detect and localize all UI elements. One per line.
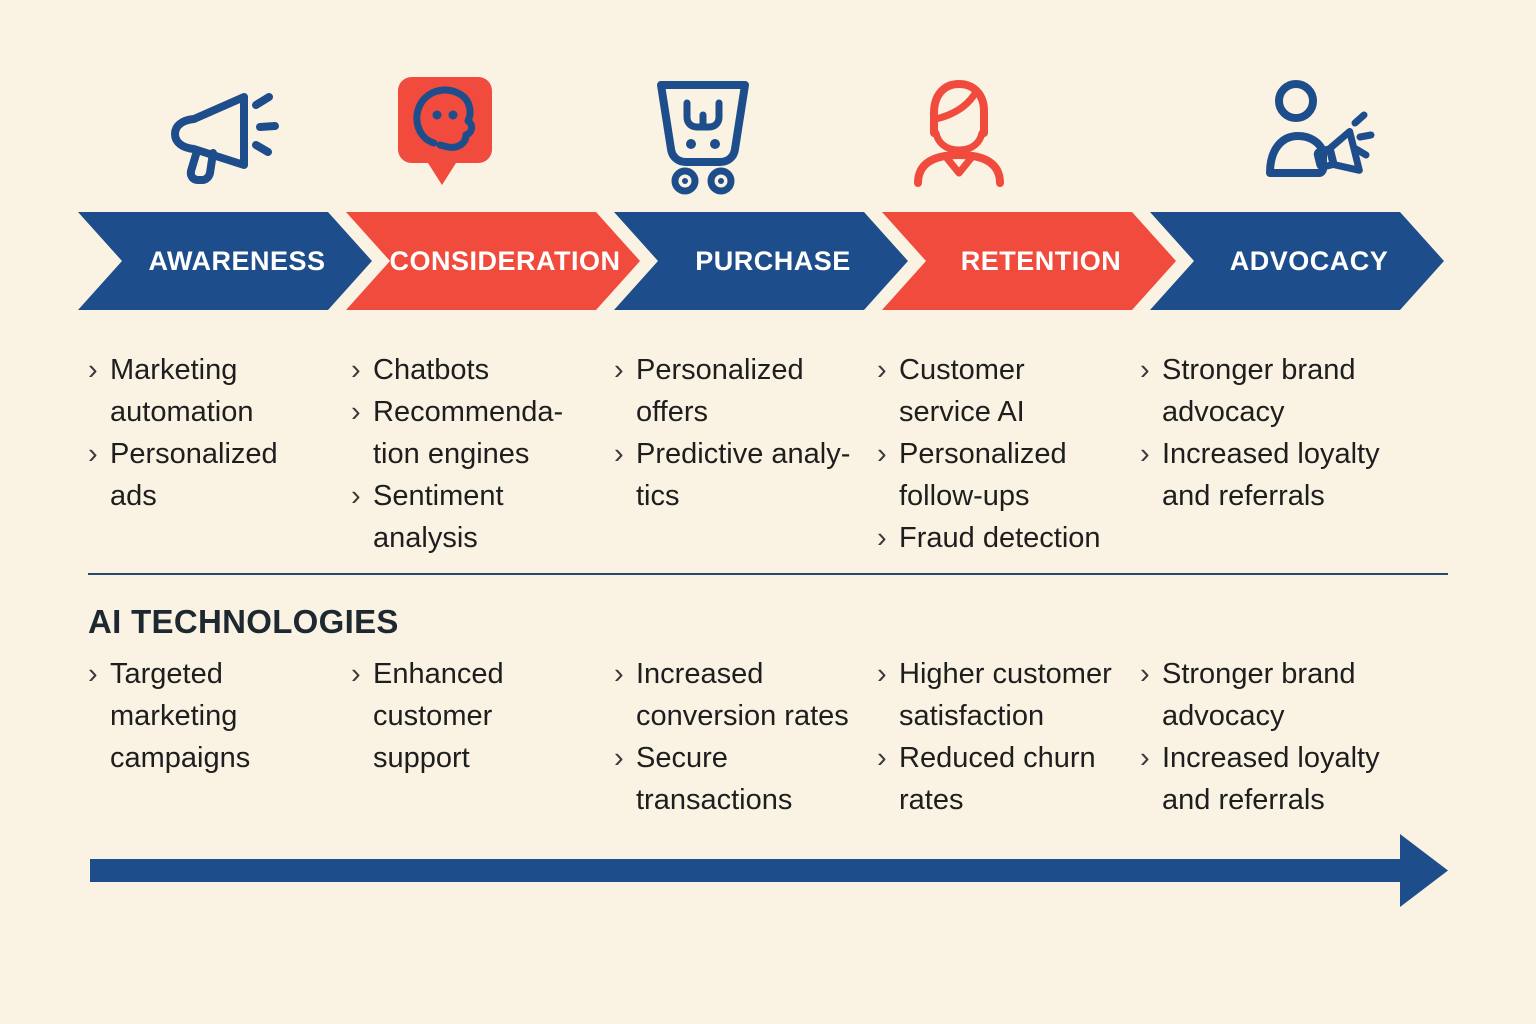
- bullet-arrow-icon: ›: [1140, 658, 1150, 690]
- advocacy-tech-items: ›Stronger brand advocacy ›Increased loya…: [1140, 653, 1392, 821]
- timeline-arrow-shaft: [90, 859, 1402, 882]
- advocacy-items: ›Stronger brand advocacy ›Increased loya…: [1140, 349, 1392, 559]
- purchase-items: ›Personalized off­ers ›Predictive analy­…: [614, 349, 852, 559]
- stage-label: AWARENESS: [148, 245, 326, 276]
- bullet-arrow-icon: ›: [877, 354, 887, 386]
- tech-items-row: ›Targeted marketing campaigns ›Enhanced …: [88, 653, 1403, 821]
- list-item: ›Increased loyalty and referrals: [1140, 737, 1392, 821]
- list-item: ›Increased loyalty and referrals: [1140, 433, 1392, 517]
- stage-chevron-consideration: CONSIDERATION: [346, 212, 640, 310]
- bullet-arrow-icon: ›: [877, 438, 887, 470]
- retention-items: ›Customer service AI ›Personalized follo…: [877, 349, 1123, 559]
- bullet-arrow-icon: ›: [877, 522, 887, 554]
- list-item: ›Personalized off­ers: [614, 349, 852, 433]
- bullet-arrow-icon: ›: [351, 396, 361, 428]
- bullet-arrow-icon: ›: [614, 438, 624, 470]
- consideration-items: ›Chatbots ›Recommenda­tion engines ›Sent…: [351, 349, 563, 559]
- megaphone-icon: [147, 70, 287, 202]
- shopping-cart-icon: [633, 70, 773, 202]
- bullet-arrow-icon: ›: [614, 742, 624, 774]
- bullet-arrow-icon: ›: [614, 354, 624, 386]
- list-item: ›Enhanced customer support: [351, 653, 537, 779]
- list-item: ›Sentiment analysis: [351, 475, 537, 559]
- list-item: ›Predictive analy­tics: [614, 433, 852, 517]
- list-item: ›Stronger brand advocacy: [1140, 349, 1392, 433]
- bullet-arrow-icon: ›: [351, 354, 361, 386]
- awareness-tech-items: ›Targeted marketing campaigns: [88, 653, 298, 821]
- list-item: ›Stronger brand advocacy: [1140, 653, 1392, 737]
- bullet-arrow-icon: ›: [877, 742, 887, 774]
- list-item: ›Marketing automation: [88, 349, 298, 433]
- stage-chevron-advocacy: ADVOCACY: [1150, 212, 1444, 310]
- bullet-arrow-icon: ›: [877, 658, 887, 690]
- list-item: ›Customer service AI: [877, 349, 1123, 433]
- ai-technologies-heading: AI TECHNOLOGIES: [88, 603, 399, 640]
- section-divider: [88, 573, 1448, 575]
- list-item: ›Personalized follow-ups: [877, 433, 1123, 517]
- bullet-arrow-icon: ›: [88, 354, 98, 386]
- funnel-stage-band: AWARENESS CONSIDERATION PURCHASE RETENTI…: [78, 212, 1444, 310]
- list-item: ›Recommenda­tion engines: [351, 391, 563, 475]
- list-item: ›Higher customer satisfaction: [877, 653, 1123, 737]
- stage-label: RETENTION: [960, 245, 1122, 276]
- stage-label: ADVOCACY: [1229, 245, 1389, 276]
- list-item: ›Secure transactions: [614, 737, 852, 821]
- stage-chevron-retention: RETENTION: [882, 212, 1176, 310]
- retention-tech-items: ›Higher customer satisfaction ›Reduced c…: [877, 653, 1123, 821]
- stage-label: PURCHASE: [695, 245, 851, 276]
- list-item: ›Chatbots: [351, 349, 537, 391]
- purchase-tech-items: ›Increased conversion rates ›Secure tran…: [614, 653, 852, 821]
- bullet-arrow-icon: ›: [88, 658, 98, 690]
- customer-person-icon: [889, 70, 1029, 202]
- chatbot-icon: [375, 70, 515, 202]
- bullet-arrow-icon: ›: [614, 658, 624, 690]
- list-item: ›Targeted marketing campaigns: [88, 653, 298, 779]
- list-item: ›Fraud detection: [877, 517, 1123, 559]
- awareness-items: ›Marketing automation ›Personalized ads: [88, 349, 298, 559]
- bullet-arrow-icon: ›: [88, 438, 98, 470]
- bullet-arrow-icon: ›: [1140, 354, 1150, 386]
- timeline-arrow-head-icon: [1400, 834, 1448, 907]
- bullet-arrow-icon: ›: [351, 480, 361, 512]
- stage-chevron-awareness: AWARENESS: [78, 212, 372, 310]
- bullet-arrow-icon: ›: [1140, 742, 1150, 774]
- list-item: ›Personalized ads: [88, 433, 298, 517]
- stage-chevron-purchase: PURCHASE: [614, 212, 908, 310]
- stage-label: CONSIDERATION: [389, 245, 621, 276]
- list-item: ›Increased conversion rates: [614, 653, 852, 737]
- list-item: ›Reduced churn rates: [877, 737, 1123, 821]
- advocate-megaphone-icon: [1236, 70, 1376, 202]
- bullet-arrow-icon: ›: [351, 658, 361, 690]
- consideration-tech-items: ›Enhanced customer support: [351, 653, 537, 821]
- bullet-arrow-icon: ›: [1140, 438, 1150, 470]
- stage-items-row: ›Marketing automation ›Personalized ads …: [88, 349, 1403, 559]
